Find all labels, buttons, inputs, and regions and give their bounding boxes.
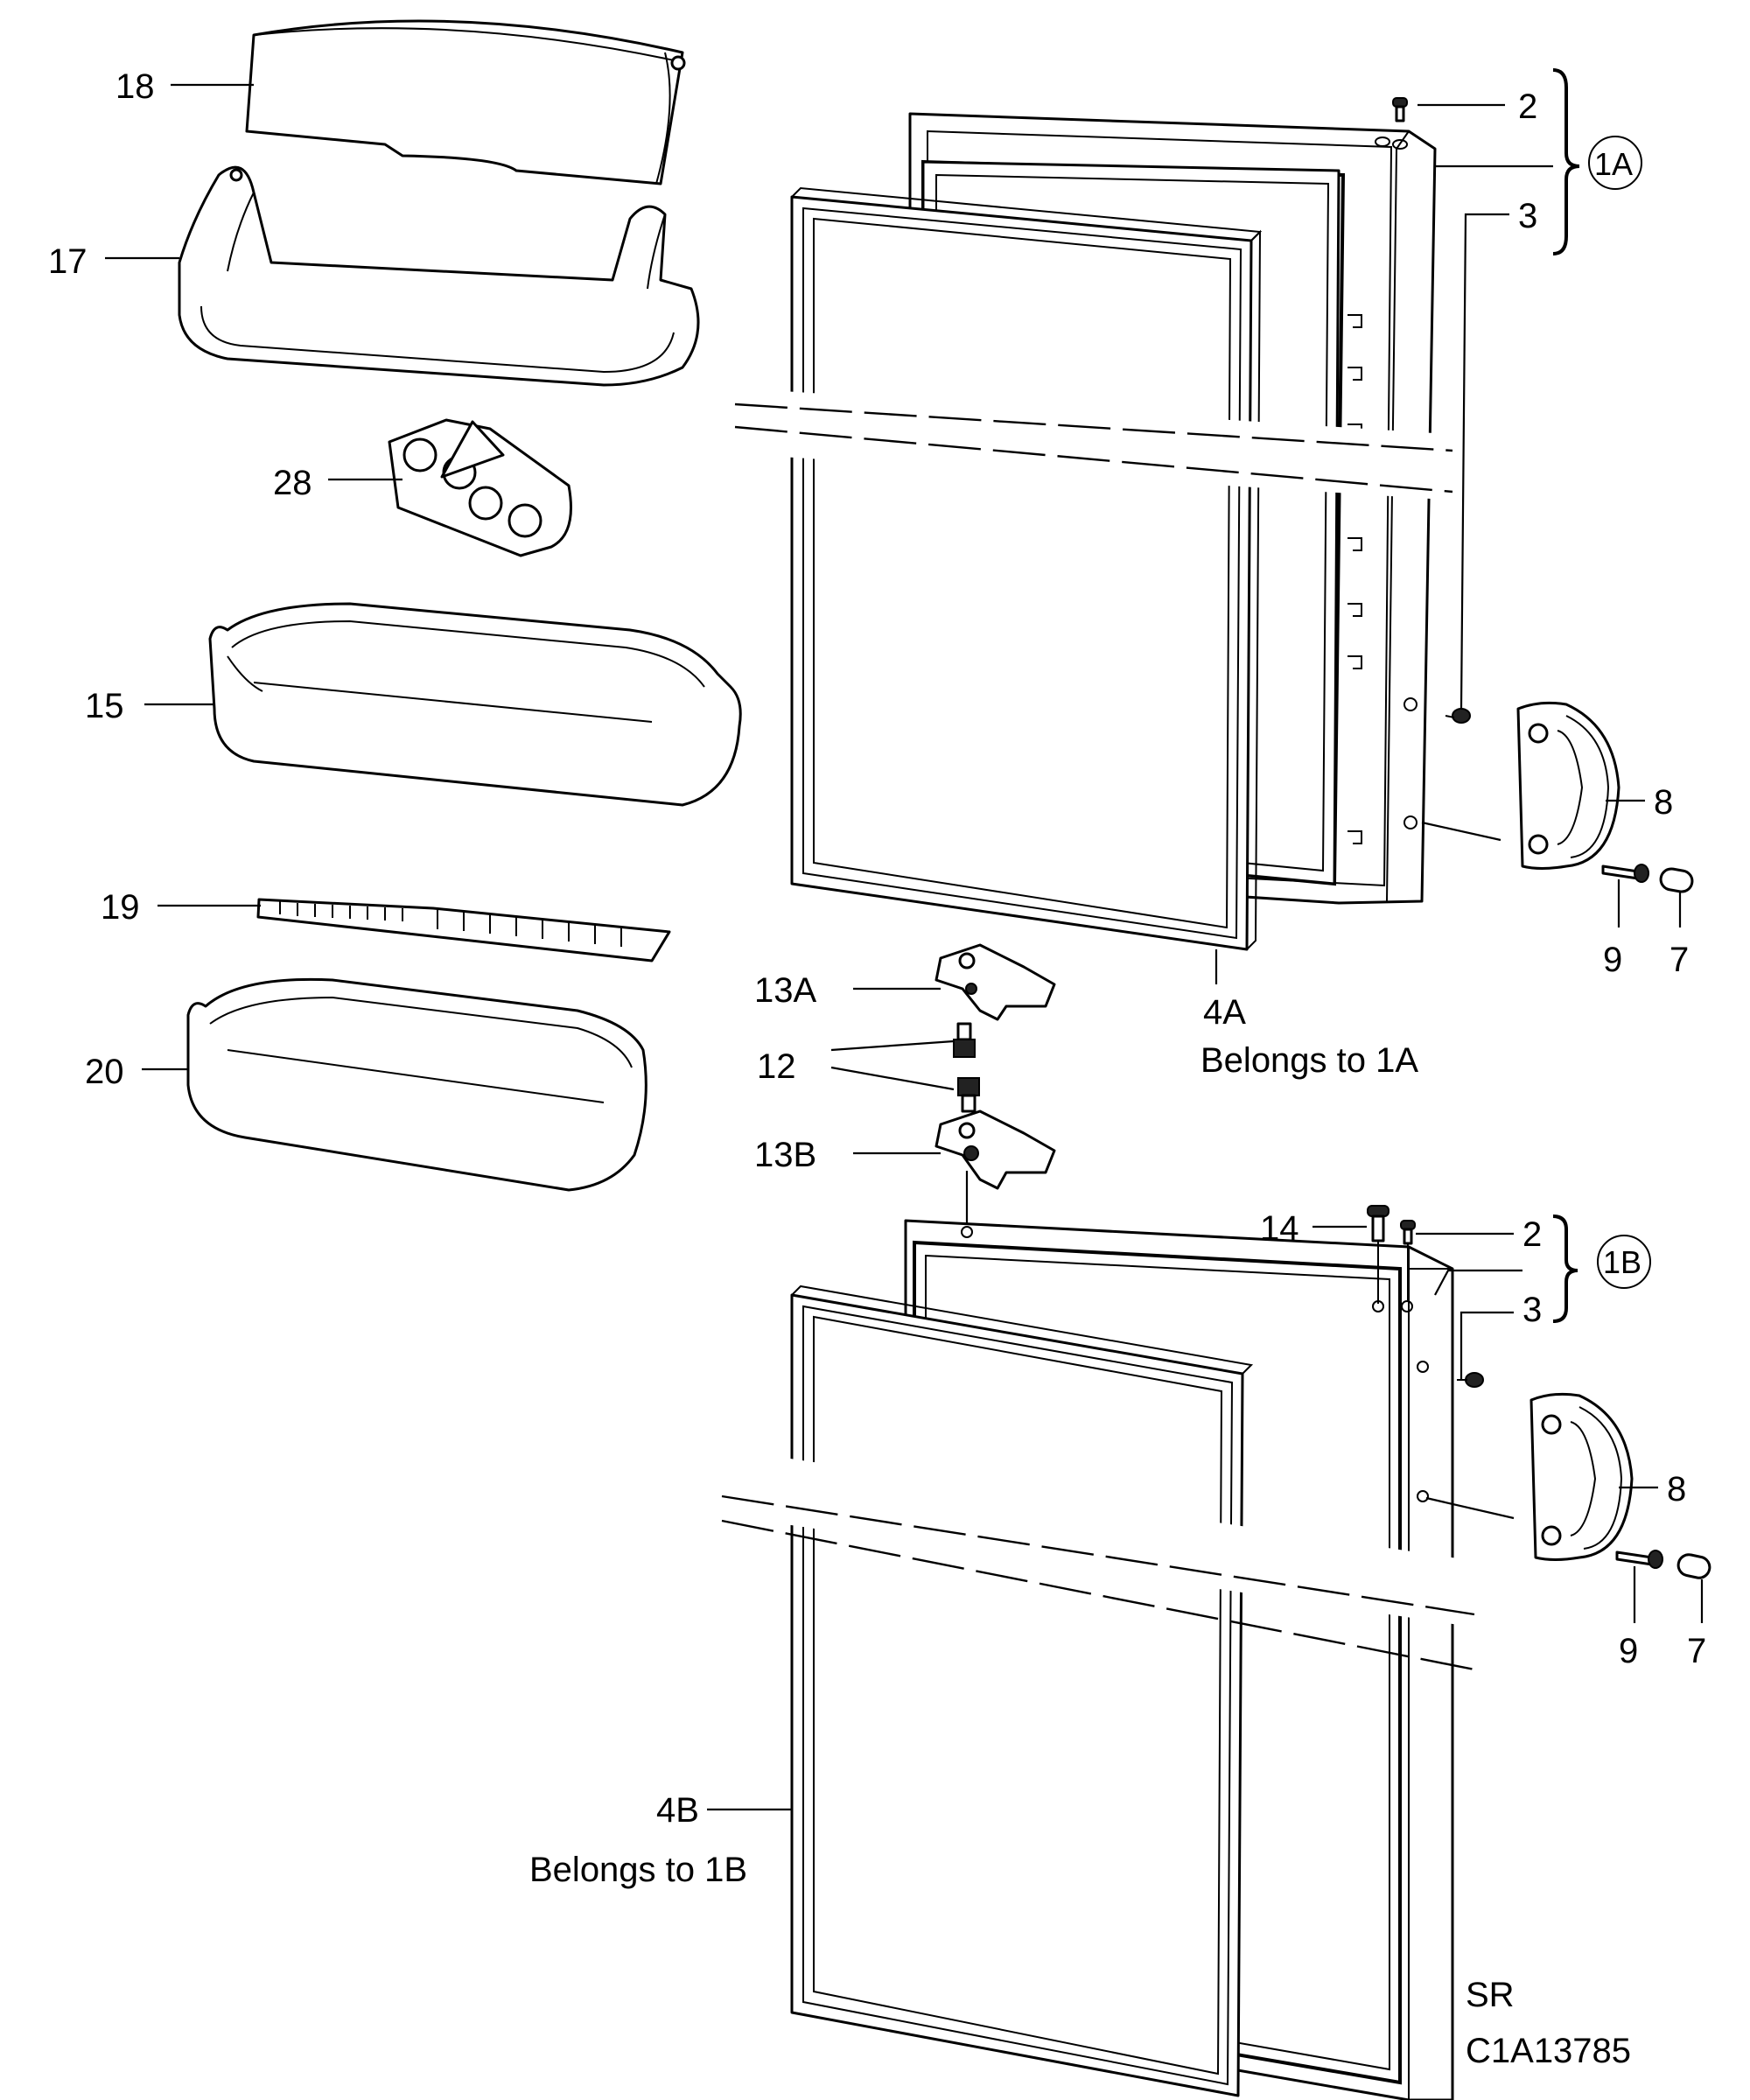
label-1b: 1B bbox=[1603, 1244, 1642, 1280]
label-8a: 8 bbox=[1654, 783, 1673, 822]
callout-circle-1a bbox=[1588, 136, 1642, 190]
label-3a: 3 bbox=[1518, 197, 1537, 235]
label-15: 15 bbox=[85, 687, 124, 725]
hinge-13b bbox=[934, 1110, 1056, 1190]
label-12: 12 bbox=[757, 1047, 796, 1086]
label-13b: 13B bbox=[754, 1136, 816, 1174]
screw-14 bbox=[1367, 1205, 1390, 1304]
door-bin-15 bbox=[208, 602, 742, 807]
label-4b: 4B bbox=[656, 1791, 699, 1830]
pin-12-bottom bbox=[957, 1077, 980, 1113]
label-9a: 9 bbox=[1603, 941, 1622, 979]
shelf-flap-18 bbox=[245, 19, 686, 186]
note-belongs-1b: Belongs to 1B bbox=[529, 1851, 747, 1889]
screw-3a bbox=[1445, 708, 1471, 724]
screw-9a bbox=[1601, 864, 1649, 883]
diagram-code: C1A13785 bbox=[1466, 2032, 1631, 2070]
label-13a: 13A bbox=[754, 971, 816, 1010]
screw-2a bbox=[1392, 97, 1408, 122]
label-28: 28 bbox=[273, 464, 312, 502]
pin-12-top bbox=[953, 1022, 976, 1058]
label-20: 20 bbox=[85, 1053, 124, 1091]
note-belongs-1a: Belongs to 1A bbox=[1200, 1041, 1418, 1080]
label-7b: 7 bbox=[1687, 1632, 1706, 1670]
upper-door-gasket-4a bbox=[790, 186, 1263, 951]
handle-8b bbox=[1530, 1392, 1634, 1561]
handle-8a bbox=[1516, 701, 1620, 870]
callout-circle-1b bbox=[1597, 1235, 1651, 1289]
note-sr: SR bbox=[1466, 1976, 1515, 2014]
label-4a: 4A bbox=[1203, 993, 1246, 1032]
cap-7b bbox=[1676, 1553, 1712, 1579]
cap-7a bbox=[1659, 867, 1694, 893]
label-14: 14 bbox=[1260, 1209, 1299, 1248]
assembly-brackets bbox=[1552, 68, 1651, 1323]
label-2a: 2 bbox=[1518, 88, 1537, 126]
leader-lines bbox=[105, 83, 1704, 1811]
label-7a: 7 bbox=[1670, 941, 1689, 979]
label-8b: 8 bbox=[1667, 1470, 1686, 1508]
label-17: 17 bbox=[48, 242, 88, 281]
screw-9b bbox=[1615, 1550, 1663, 1569]
door-shelf-17 bbox=[178, 165, 700, 387]
break-line bbox=[721, 1494, 1475, 1616]
egg-tray-28 bbox=[388, 418, 572, 557]
break-line bbox=[734, 425, 1453, 494]
label-3b: 3 bbox=[1522, 1291, 1542, 1329]
lower-door-gasket-4b bbox=[790, 1284, 1254, 2097]
label-2b: 2 bbox=[1522, 1215, 1542, 1254]
label-19: 19 bbox=[101, 888, 140, 927]
hinge-13a bbox=[934, 943, 1056, 1021]
door-bin-20 bbox=[186, 977, 648, 1192]
divider-19 bbox=[256, 898, 671, 962]
label-18: 18 bbox=[116, 67, 155, 106]
label-1a: 1A bbox=[1594, 146, 1633, 182]
screw-2b bbox=[1400, 1220, 1416, 1302]
break-line bbox=[734, 402, 1453, 452]
label-9b: 9 bbox=[1619, 1632, 1638, 1670]
